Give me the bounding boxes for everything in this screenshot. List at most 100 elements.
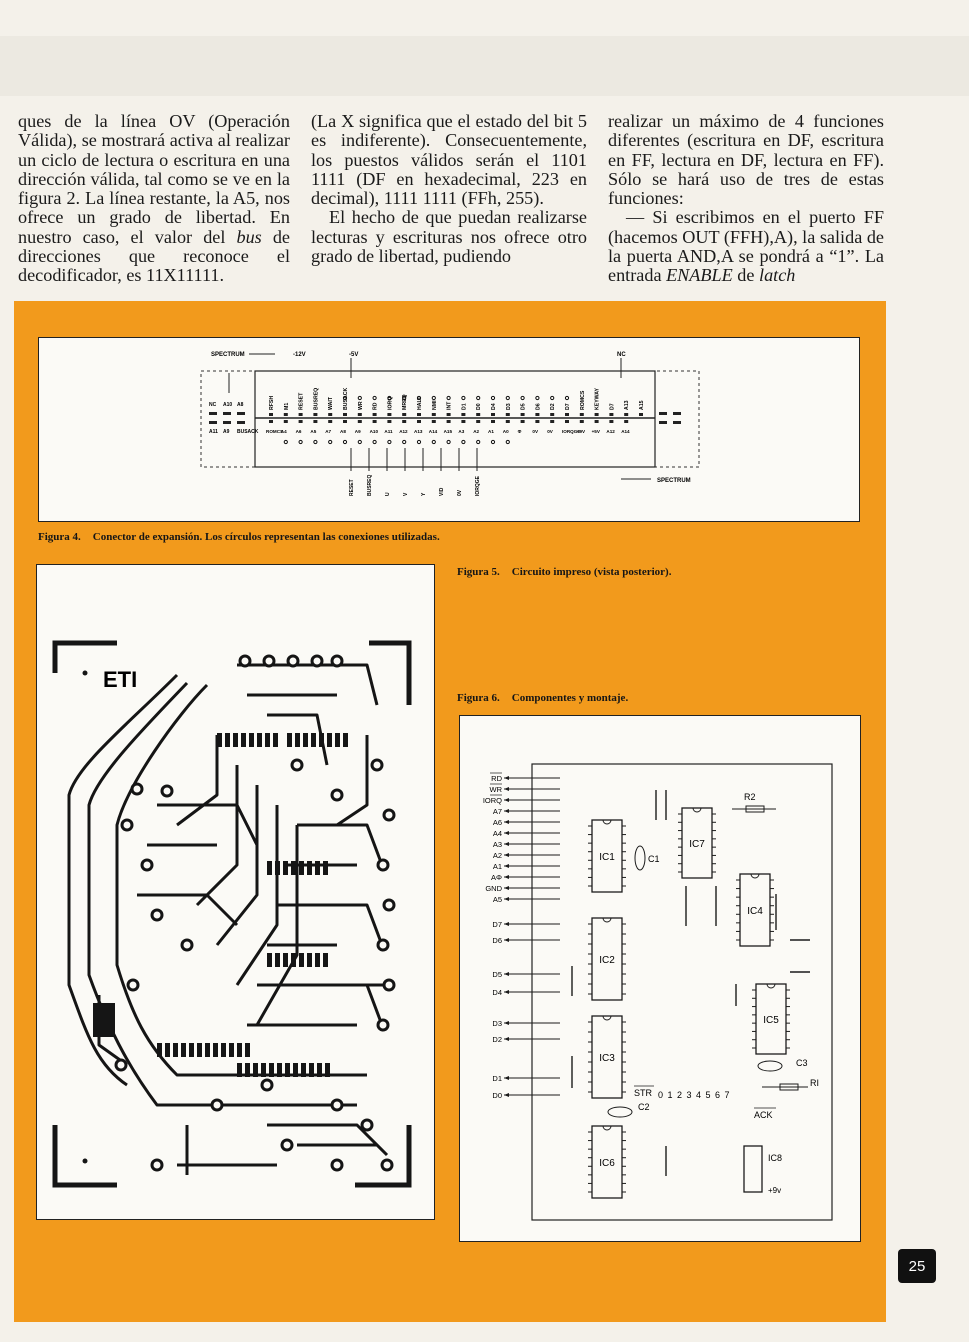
lower-pin-label: A5 — [310, 429, 316, 434]
mounting-hole — [82, 670, 88, 676]
lower-pin-pad — [357, 420, 362, 423]
lower-pin-label: A2 — [473, 429, 479, 434]
pcb-pad — [280, 1138, 294, 1152]
lower-pin-pad — [417, 420, 421, 423]
connector-outline — [200, 370, 700, 468]
c1-label: C1 — [648, 854, 660, 864]
upper-pin-label: A15 — [639, 400, 645, 410]
pcb-pad — [370, 758, 384, 772]
ic5-body — [755, 983, 787, 1055]
upper-pin-label: HALT — [417, 396, 423, 410]
ic-pad — [295, 733, 300, 747]
upper-pin-label: D5 — [521, 403, 527, 410]
c2-label: C2 — [638, 1102, 650, 1112]
capacitor-c3 — [757, 1060, 783, 1072]
capacitor-c1 — [634, 845, 646, 871]
label-spectrum-bottom: SPECTRUM — [657, 478, 691, 484]
figure-5-text: Circuito impreso (vista posterior). — [511, 566, 672, 578]
upper-pin-pad — [579, 413, 584, 416]
used-pin-circle — [505, 395, 510, 401]
lower-pin-pad — [269, 420, 273, 423]
col1-text-a: ques de la línea OV (Operación Válida), … — [18, 111, 290, 247]
col3-latch-italic: latch — [759, 265, 796, 286]
pcb-trace — [277, 903, 384, 946]
lower-pin-pad — [446, 420, 451, 423]
bottom-signal-label: U — [385, 492, 391, 496]
figure-4-caption: Figura 4.Conector de expansión. Los círc… — [38, 531, 440, 543]
signal-label: D1 — [492, 1074, 502, 1083]
pcb-pad — [330, 788, 344, 802]
used-pin-circle — [372, 439, 377, 445]
upper-pin-pad — [387, 413, 392, 416]
corner-mark-tl — [52, 640, 117, 673]
pcb-trace — [255, 825, 299, 1026]
label-minus12v: -12V — [293, 352, 306, 358]
pcb-pad — [130, 782, 144, 796]
ic-pad — [233, 733, 238, 747]
figure-6-caption: Figura 6.Componentes y montaje. — [457, 692, 628, 704]
upper-pin-pad — [550, 413, 555, 416]
used-pin-circle — [431, 439, 436, 445]
upper-pin-label: MREQ — [402, 394, 408, 410]
used-pin-circle — [564, 395, 570, 401]
lower-pin-pad — [594, 420, 599, 423]
used-pin-circle — [490, 439, 496, 445]
bottom-signal-label: BUSREQ — [367, 474, 373, 496]
ic-pad — [309, 1063, 314, 1077]
ic-pad — [299, 861, 304, 875]
used-pin-circle — [402, 395, 407, 401]
lower-pin-pad — [387, 420, 392, 423]
used-pin-circle — [342, 439, 348, 445]
lower-pin-label: +9V — [577, 429, 586, 434]
ic7-label: IC7 — [689, 839, 705, 850]
upper-pin-label: INT — [447, 401, 453, 410]
col3-text-c: de — [732, 265, 760, 286]
str-digits: 0 1 2 3 4 5 6 7 — [658, 1090, 731, 1100]
upper-pin-label: BUSREQ — [313, 388, 319, 410]
signal-arrow — [504, 1021, 509, 1025]
used-pin-circle — [416, 395, 422, 401]
upper-pin-pad — [565, 413, 569, 416]
lower-pin-pad — [298, 420, 303, 423]
signal-arrow — [504, 875, 509, 879]
corner-mark-br — [355, 1125, 412, 1188]
pcb-pad — [114, 1058, 128, 1072]
upper-pin-pad — [624, 413, 629, 416]
used-pin-circle — [402, 439, 407, 445]
signal-label: A5 — [493, 895, 502, 904]
ic-pad — [165, 1043, 170, 1057]
ic-pad — [311, 733, 316, 747]
ic-pad — [299, 953, 304, 967]
pcb-pad — [150, 1158, 164, 1172]
r1-label: RI — [810, 1078, 819, 1088]
signal-arrow — [504, 1076, 509, 1080]
figure-5-box: ETI — [36, 564, 435, 1220]
pcb-pad — [290, 758, 304, 772]
upper-pin-label: ROMCS — [580, 390, 586, 410]
ic7-body — [681, 807, 713, 879]
signal-label: WR — [490, 785, 503, 794]
bottom-signal-label: VID — [439, 487, 445, 496]
upper-pin-pad — [461, 413, 466, 416]
lower-pin-label: A13 — [414, 429, 423, 434]
used-pin-circle — [342, 395, 348, 401]
upper-pin-pad — [520, 413, 525, 416]
used-pin-circle — [550, 395, 555, 401]
signal-label: D4 — [492, 988, 502, 997]
pcb-trace — [67, 673, 179, 1087]
upper-pin-label: D0 — [476, 403, 482, 410]
used-pin-circle — [535, 395, 540, 401]
ic2-body — [591, 917, 623, 1001]
pcb-trace — [176, 735, 219, 827]
pcb-pad — [160, 784, 174, 798]
used-pin-circle — [446, 395, 451, 401]
pcb-pad — [330, 654, 344, 668]
label-spectrum-top: SPECTRUM — [211, 352, 245, 358]
ic-pad — [213, 1043, 218, 1057]
used-pin-circle — [461, 395, 466, 401]
upper-pin-pad — [476, 413, 481, 416]
pcb-pad — [380, 1158, 394, 1172]
figure-5-caption: Figura 5.Circuito impreso (vista posteri… — [457, 566, 671, 578]
ic2-label: IC2 — [599, 955, 615, 966]
